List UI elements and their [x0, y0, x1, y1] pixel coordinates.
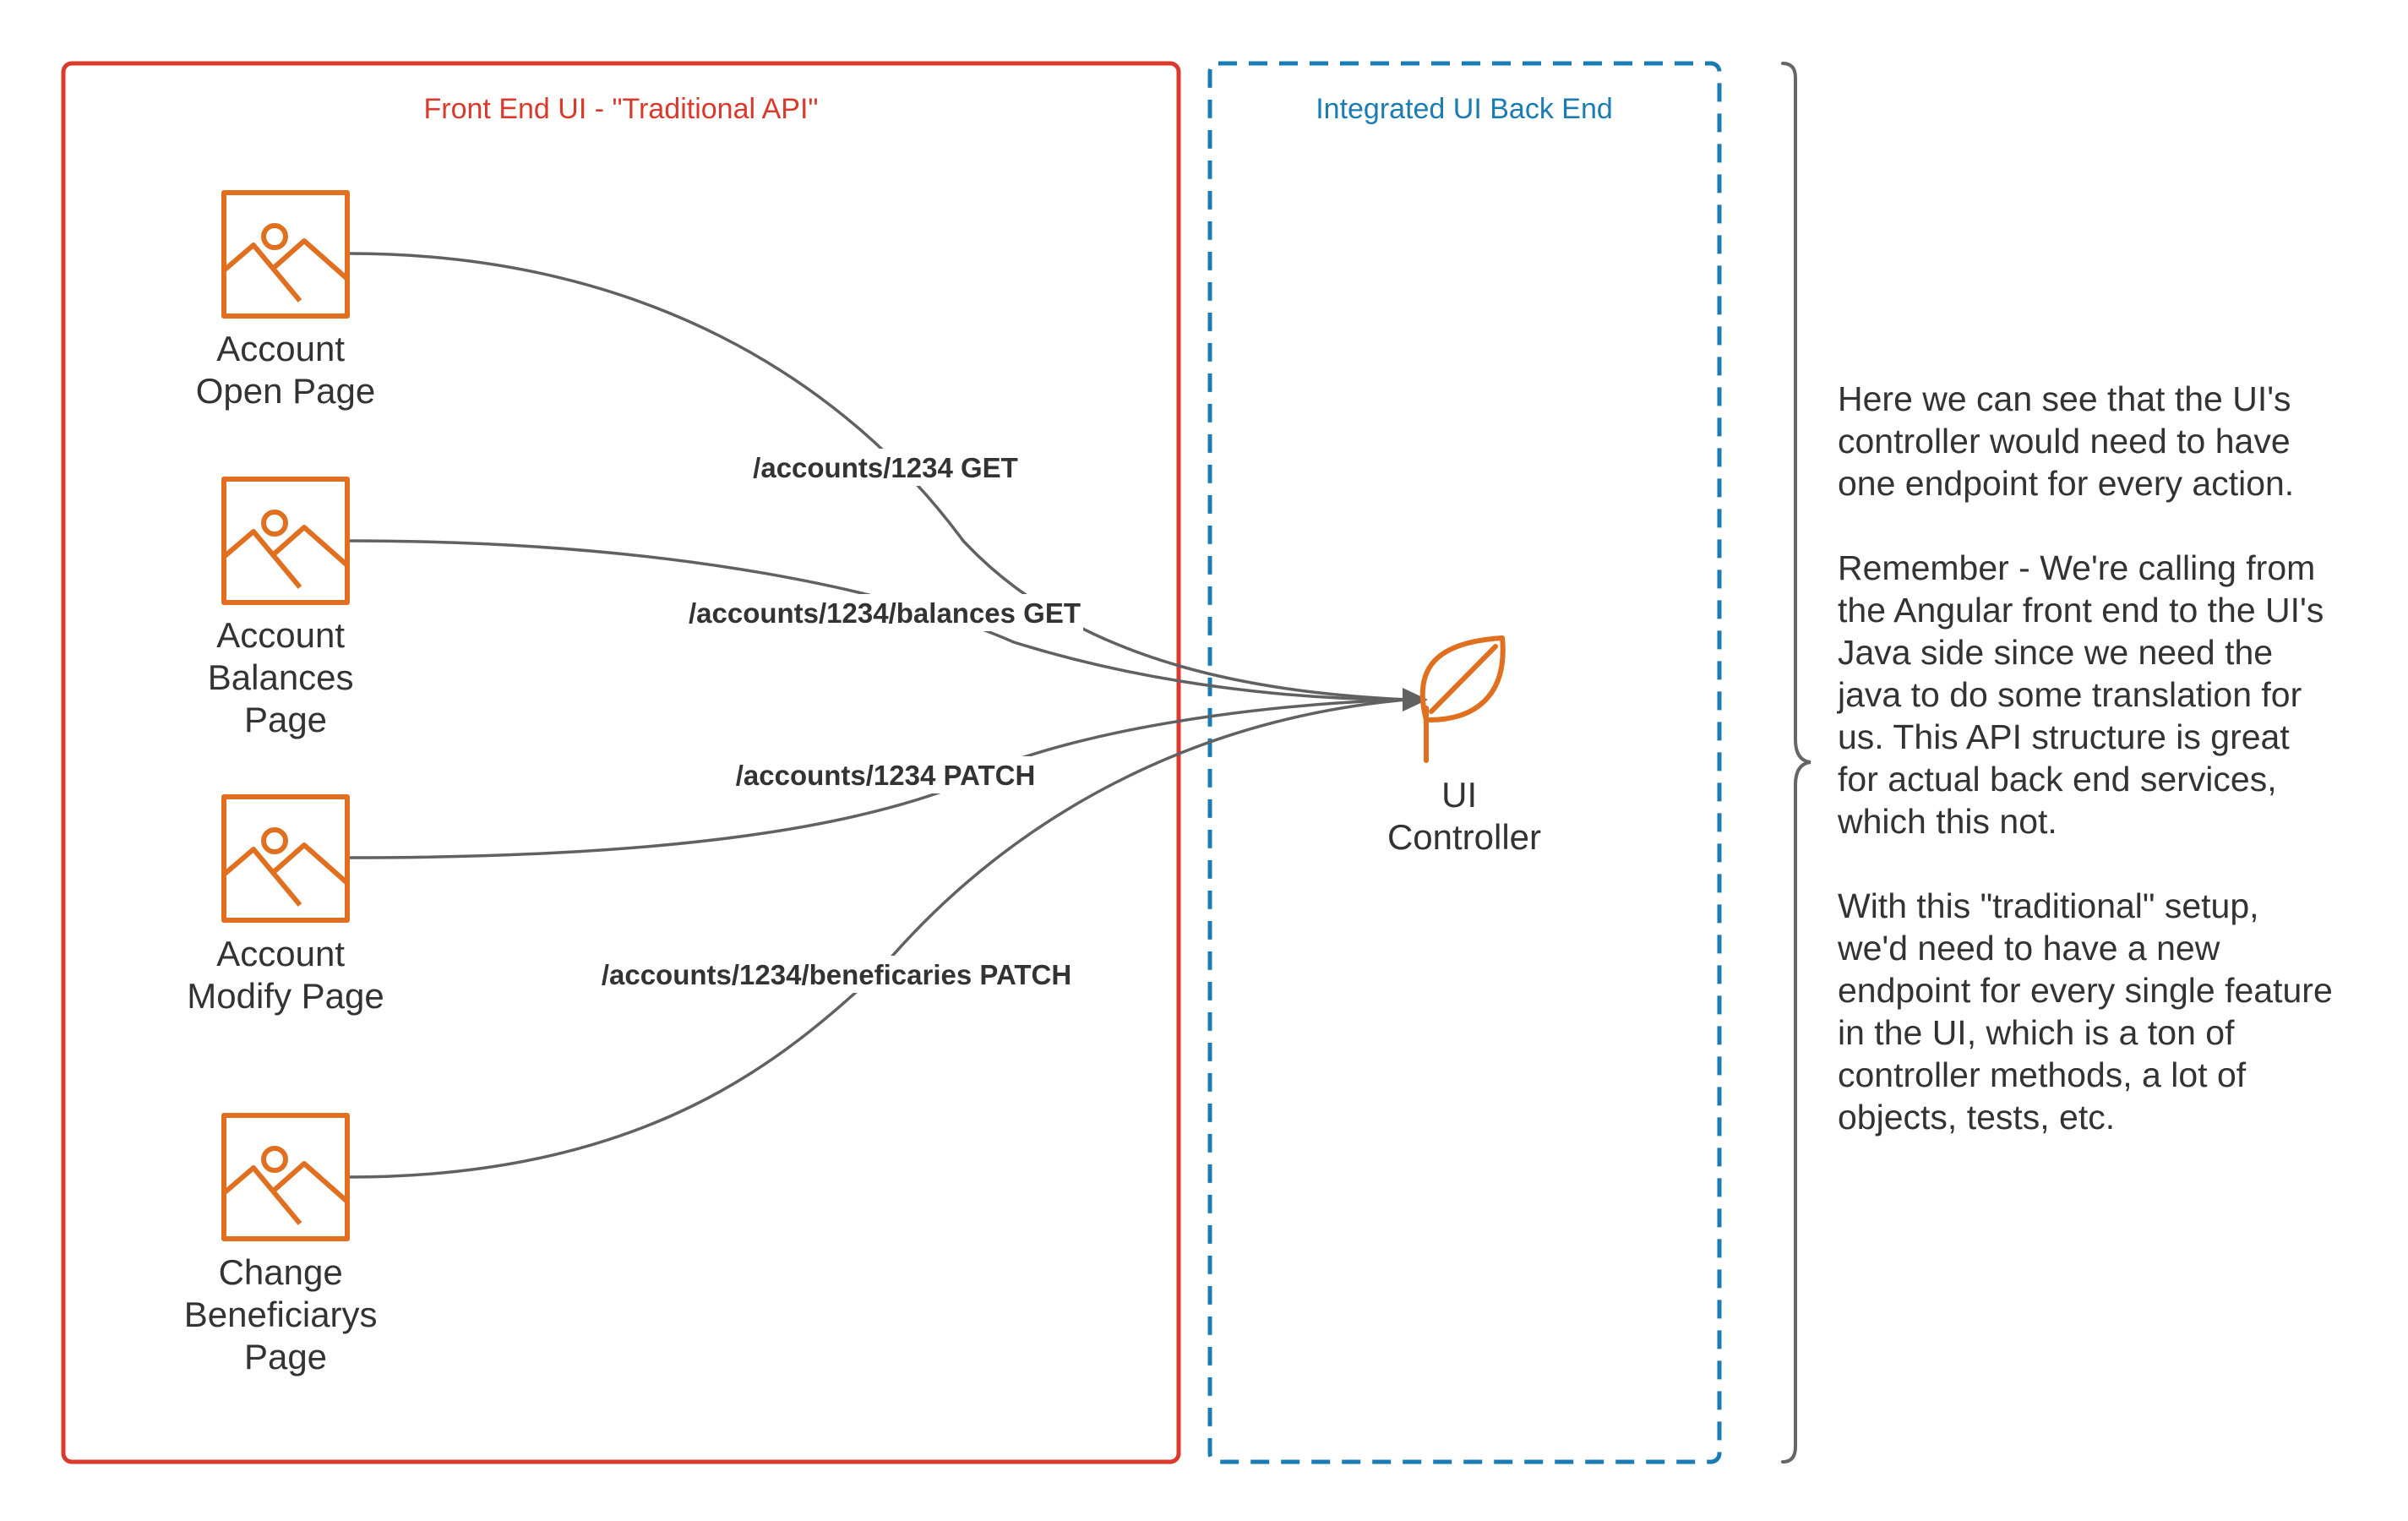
- frontend-container: [61, 61, 1181, 1464]
- page-node-change-beneficiarys: Change Beneficiarys Page: [184, 1113, 387, 1377]
- curly-brace: [1781, 62, 1811, 1464]
- edge-label-beneficiaries: /accounts/1234/beneficaries PATCH: [602, 959, 1071, 990]
- spring-leaf-icon: [1419, 635, 1506, 763]
- controller-node: UI Controller: [1387, 635, 1541, 857]
- page-node-account-modify: Account Modify Page: [187, 794, 384, 1016]
- page-node-account-balances: Account Balances Page: [208, 477, 363, 739]
- backend-group: Integrated UI Back End: [1207, 61, 1722, 1464]
- image-icon: [221, 794, 350, 923]
- image-icon: [221, 1113, 350, 1241]
- page-label: Account Open Page: [196, 329, 376, 411]
- edge-label-balances: /accounts/1234/balances GET: [689, 597, 1081, 629]
- frontend-group: Front End UI - "Traditional API": [61, 61, 1181, 1464]
- page-label: Account Modify Page: [187, 934, 384, 1016]
- edge-label-open: /accounts/1234 GET: [753, 452, 1018, 483]
- image-icon: [221, 477, 350, 605]
- edge-arrowhead: [1403, 688, 1428, 711]
- controller-label: UI Controller: [1387, 775, 1541, 857]
- backend-container: [1207, 61, 1722, 1464]
- backend-title: Integrated UI Back End: [1316, 93, 1613, 125]
- edge-label-modify: /accounts/1234 PATCH: [736, 760, 1036, 791]
- page-label: Change Beneficiarys Page: [184, 1252, 387, 1377]
- explanatory-note: Here we can see that the UI's controller…: [1837, 379, 2342, 1137]
- frontend-title: Front End UI - "Traditional API": [424, 93, 819, 125]
- edge-labels: /accounts/1234 GET /accounts/1234/balanc…: [597, 449, 1083, 993]
- edge-open-page: [348, 252, 1408, 701]
- edges: [348, 252, 1408, 1179]
- page-label: Account Balances Page: [208, 615, 363, 739]
- page-node-account-open: Account Open Page: [196, 190, 376, 411]
- image-icon: [221, 190, 350, 319]
